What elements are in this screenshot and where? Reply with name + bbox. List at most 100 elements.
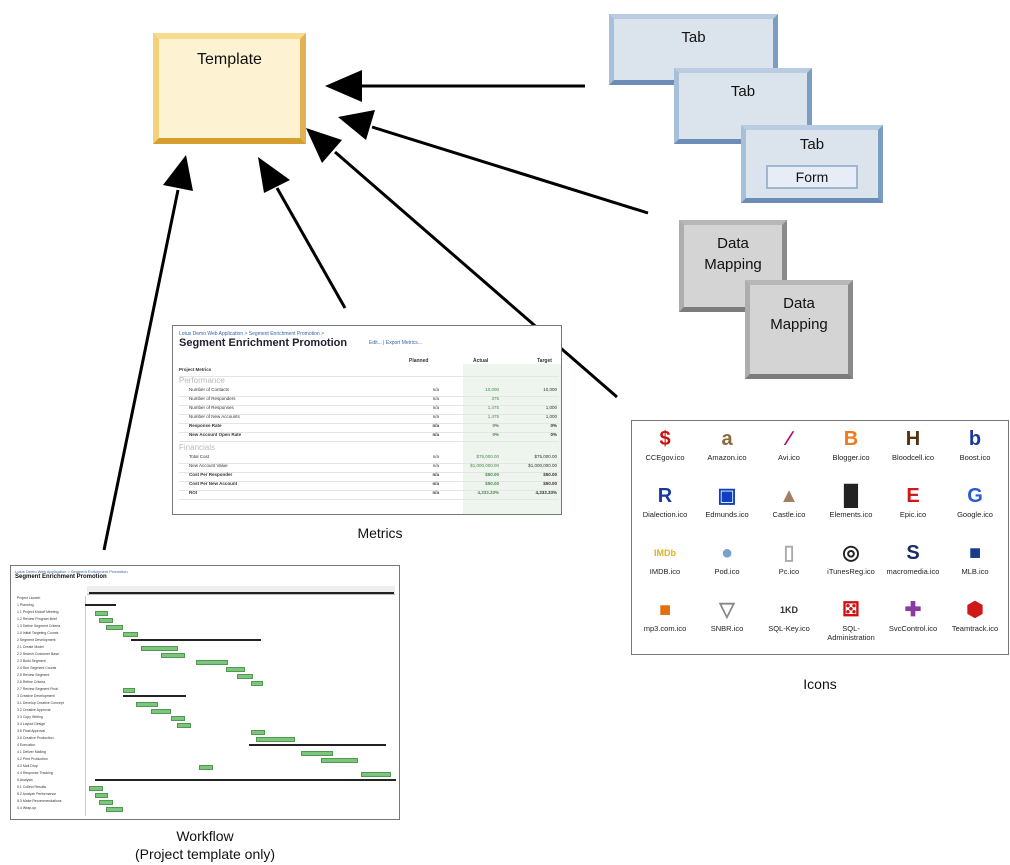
icon-file[interactable]: ▲Castle.ico [758, 480, 820, 540]
workflow-task: 5.3 Make Recommendations [17, 799, 62, 803]
workflow-task-bar [136, 702, 158, 707]
workflow-task-bar [141, 646, 178, 651]
workflow-summary-bar [131, 639, 261, 641]
workflow-task: 3.6 Creative Production [17, 736, 54, 740]
tab-label-2: Tab [730, 83, 756, 100]
icon-filename: iTunesReg.ico [827, 567, 875, 576]
icon-file[interactable]: ▯Pc.ico [758, 537, 820, 597]
workflow-task: 4 Execution [17, 743, 36, 747]
workflow-summary-bar [249, 744, 386, 746]
icon-file[interactable]: ∕Avi.ico [758, 423, 820, 483]
icon-filename: Pc.ico [778, 567, 800, 576]
icon-file[interactable]: █Elements.ico [820, 480, 882, 540]
workflow-timeline-header [87, 586, 395, 595]
icon-file[interactable]: ■MLB.ico [944, 537, 1006, 597]
itunes-icon: ◎ [842, 542, 860, 564]
metrics-col-target: Target [537, 358, 552, 364]
workflow-task: 1.3 Define Segment Criteria [17, 624, 61, 628]
workflow-task-bar [123, 632, 138, 637]
metrics-breadcrumb: Lotus Demo Web Application > Segment Enr… [179, 331, 324, 337]
workflow-task-bar [251, 730, 265, 735]
workflow-task: 2 Segment Development [17, 638, 56, 642]
icon-filename: SvcControl.ico [888, 624, 938, 633]
workflow-task-bar [251, 681, 263, 686]
workflow-task-bar [89, 786, 103, 791]
icon-file[interactable]: ⬢Teamtrack.ico [944, 594, 1006, 654]
icon-file[interactable]: ▽SNBR.ico [696, 594, 758, 654]
icon-filename: MLB.ico [961, 567, 989, 576]
r-icon: R [657, 485, 673, 507]
workflow-task: 2.3 Build Segment [17, 659, 46, 663]
workflow-task: 1.1 Project Kickoff Meeting [17, 610, 59, 614]
icon-file[interactable]: ■mp3.com.ico [634, 594, 696, 654]
icon-file[interactable]: ◎ iTunesReg.ico [820, 537, 882, 597]
workflow-task: 2.7 Review Segment Final [17, 687, 58, 691]
icons-caption: Icons [803, 676, 837, 692]
workflow-task: 5.4 Wrap-up [17, 806, 37, 810]
icon-filename: CCEgov.ico [645, 453, 685, 462]
workflow-summary-bar [95, 779, 396, 781]
tab-label-1: Tab [681, 29, 706, 46]
workflow-task: 5.1 Collect Results [17, 785, 47, 789]
metrics-section-1: Financials [179, 443, 216, 452]
icon-file[interactable]: G Google.ico [944, 480, 1006, 540]
icon-file[interactable]: $CCEgov.ico [634, 423, 696, 483]
arrow-form-to-template [371, 125, 649, 215]
icon-filename: macromedia.ico [886, 567, 940, 576]
imdb-icon: IMDb [654, 548, 676, 558]
workflow-task: 3.1 Develop Creative Concept [17, 701, 64, 705]
data-mapping-box-1: Data Mapping [679, 220, 787, 312]
workflow-task: 2.5 Review Segment [17, 673, 50, 677]
icon-filename: Epic.ico [899, 510, 927, 519]
metrics-links: Edit... | Export Metrics... [369, 340, 422, 346]
workflow-task: 3 Creative Development [17, 694, 55, 698]
workflow-project-bar [89, 592, 394, 594]
workflow-task-bar [99, 800, 113, 805]
arrowhead-workflow [163, 155, 193, 191]
metrics-col-planned: Planned [409, 358, 429, 364]
icon-file[interactable]: ✚SvcControl.ico [882, 594, 944, 654]
metrics-title: Segment Enrichment Promotion [179, 337, 348, 349]
e-icon: E [906, 485, 920, 507]
data-mapping-box-2: Data Mapping [745, 280, 853, 379]
arrow-workflow-to-template [102, 189, 180, 551]
workflow-task-bar [106, 807, 123, 812]
elements-icon: █ [843, 485, 859, 507]
metrics-group-label: Project Metrics [179, 367, 559, 377]
icon-filename: Google.ico [957, 510, 993, 519]
workflow-task: 1.4 Initial Targeting Counts [17, 631, 59, 635]
bloodcell-icon: H [905, 428, 921, 450]
arrowhead-datamap [306, 128, 342, 163]
workflow-task: 2.4 Run Segment Counts [17, 666, 57, 670]
metrics-col-actual: Actual [473, 358, 489, 364]
workflow-task: Project Launch [17, 596, 41, 600]
workflow-task-bar [95, 611, 108, 616]
google-icon: G [967, 485, 983, 507]
data-mapping-label-1: Data Mapping [704, 235, 762, 273]
workflow-task-bar [226, 667, 245, 672]
icon-filename: Pod.ico [714, 567, 740, 576]
icon-file[interactable]: ▣Edmunds.ico [696, 480, 758, 540]
icon-file[interactable]: ⚄SQL-Administration [820, 594, 882, 654]
workflow-task: 2.1 Create Model [17, 645, 44, 649]
icon-file[interactable]: E Epic.ico [882, 480, 944, 540]
metrics-caption: Metrics [357, 525, 403, 541]
icon-filename: Teamtrack.ico [951, 624, 999, 633]
1kd-icon: 1KD [779, 605, 798, 615]
icon-file[interactable]: ●Pod.ico [696, 537, 758, 597]
workflow-task-bar [151, 709, 171, 714]
workflow-task-bar [123, 688, 135, 693]
arrowhead-form [338, 110, 375, 140]
template-label: Template [197, 51, 262, 68]
